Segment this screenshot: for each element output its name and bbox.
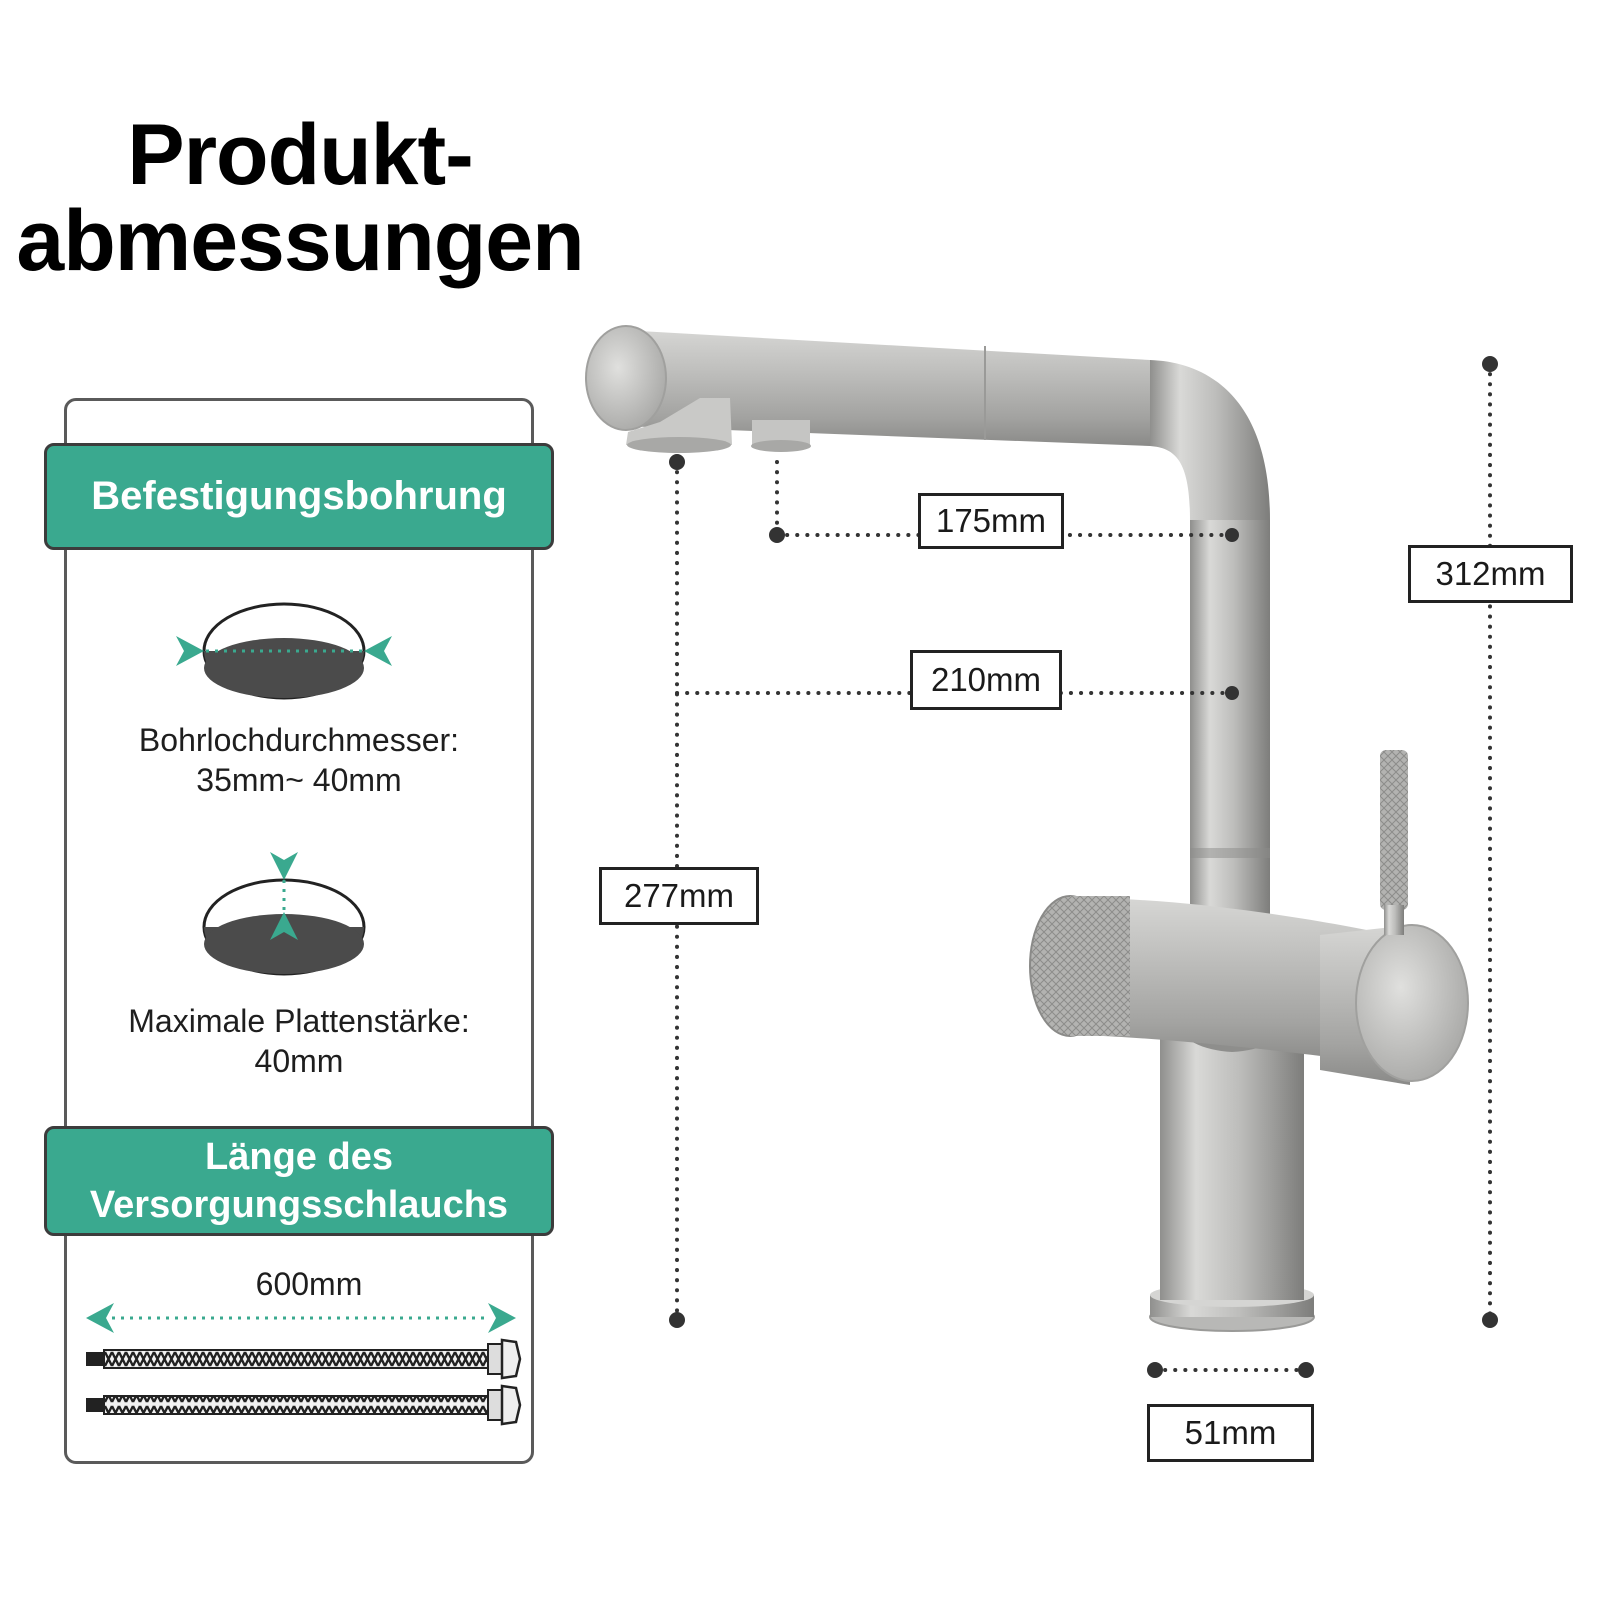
supply-hose-banner: Länge des Versorgungsschlauchs	[44, 1126, 554, 1236]
hose-length-arrow	[86, 1303, 516, 1333]
plate-thickness-value: 40mm	[254, 1043, 344, 1079]
hole-diameter-label: Bohrlochdurchmesser:	[138, 722, 460, 758]
hole-diameter-value: 35mm~ 40mm	[196, 762, 402, 798]
hose-length-value: 600mm	[255, 1266, 363, 1302]
supply-hose-banner-line2: Versorgungsschlauchs	[89, 1184, 509, 1226]
supply-hose-icon	[86, 1338, 522, 1426]
hole-diameter-icon	[176, 602, 392, 700]
supply-hose-banner-line1: Länge des	[205, 1136, 393, 1178]
mounting-hole-banner: Befestigungsbohrung	[44, 443, 554, 550]
dimension-label-277: 277mm	[599, 867, 759, 925]
info-panel	[64, 398, 534, 1464]
page-title-line2: abmessungen	[16, 193, 584, 289]
plate-thickness-label: Maximale Plattenstärke:	[128, 1003, 470, 1039]
faucet-illustration	[585, 325, 1469, 1332]
plate-thickness-icon	[202, 852, 366, 976]
dimension-endpoints	[669, 356, 1498, 1378]
dimension-label-210: 210mm	[910, 650, 1062, 710]
dimension-label-51: 51mm	[1147, 1404, 1314, 1462]
dimension-lines	[675, 362, 1492, 1372]
dimension-label-175: 175mm	[918, 493, 1064, 549]
page-title-line1: Produkt-	[127, 107, 474, 203]
dimension-label-312: 312mm	[1408, 545, 1573, 603]
